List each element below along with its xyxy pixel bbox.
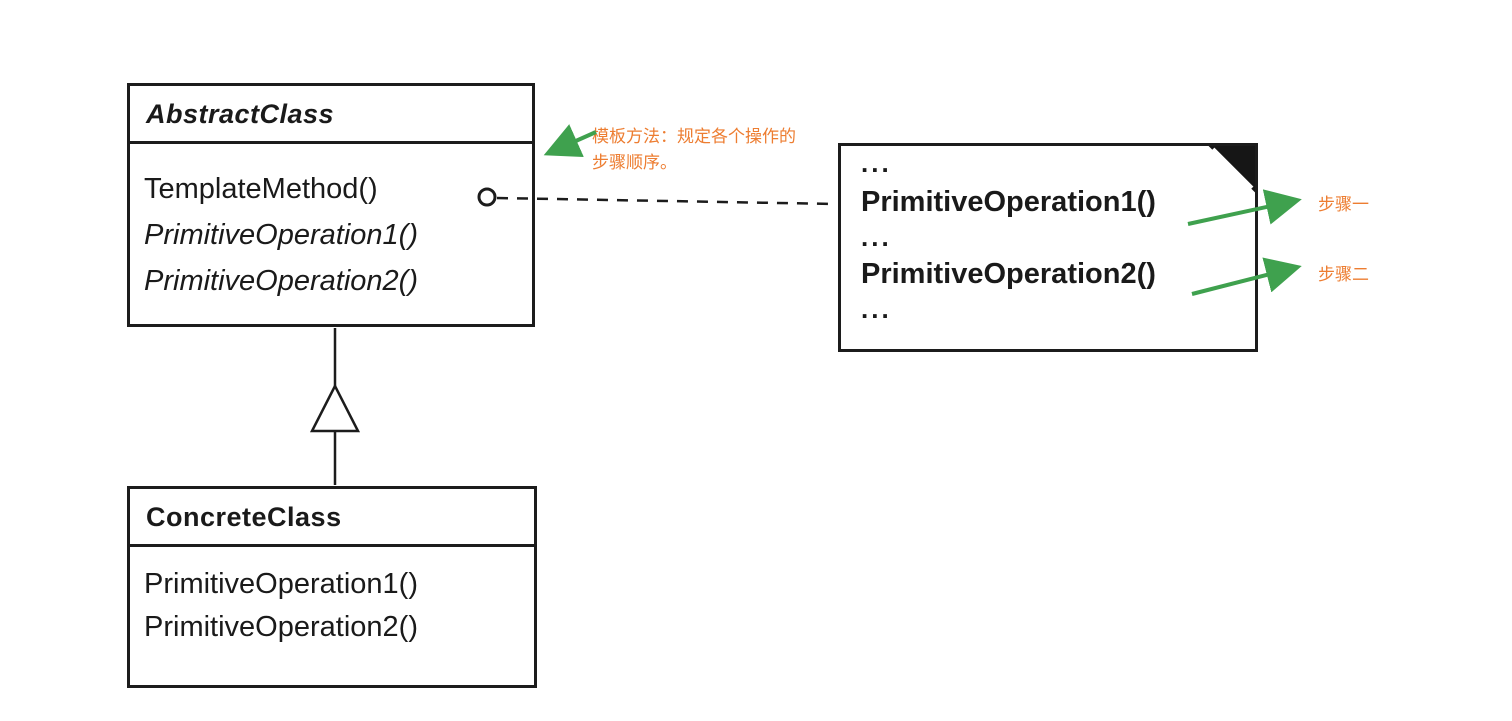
note-ellipsis: ...	[861, 294, 892, 324]
abstract-class-box: AbstractClass TemplateMethod() Primitive…	[127, 83, 535, 327]
concrete-class-methods: PrimitiveOperation1() PrimitiveOperation…	[130, 547, 534, 659]
method-primitive-operation-2: PrimitiveOperation2()	[144, 611, 418, 643]
method-primitive-operation-1: PrimitiveOperation1()	[144, 219, 418, 251]
note-connector-line	[496, 196, 837, 206]
annotation-template-method: 模板方法：规定各个操作的步骤顺序。	[592, 127, 796, 173]
note-ellipsis: ...	[861, 222, 892, 252]
method-template-method: TemplateMethod()	[144, 173, 378, 205]
annotation-arrow-template-icon	[543, 124, 597, 158]
note-primitive-operation-2: PrimitiveOperation2()	[861, 258, 1156, 290]
annotation-step-two: 步骤二	[1318, 265, 1369, 284]
abstract-class-title: AbstractClass	[130, 86, 532, 144]
note-ellipsis: ...	[861, 148, 892, 178]
abstract-class-methods: TemplateMethod() PrimitiveOperation1() P…	[130, 144, 532, 314]
inheritance-triangle-icon	[309, 383, 361, 433]
concrete-class-title: ConcreteClass	[130, 489, 534, 547]
annotation-step-one: 步骤一	[1318, 195, 1369, 214]
note-primitive-operation-1: PrimitiveOperation1()	[861, 186, 1156, 218]
method-primitive-operation-2: PrimitiveOperation2()	[144, 265, 418, 297]
note-fold-icon	[1208, 146, 1255, 193]
note-box: ... PrimitiveOperation1() ... PrimitiveO…	[838, 143, 1258, 352]
concrete-class-box: ConcreteClass PrimitiveOperation1() Prim…	[127, 486, 537, 688]
method-primitive-operation-1: PrimitiveOperation1()	[144, 568, 418, 600]
